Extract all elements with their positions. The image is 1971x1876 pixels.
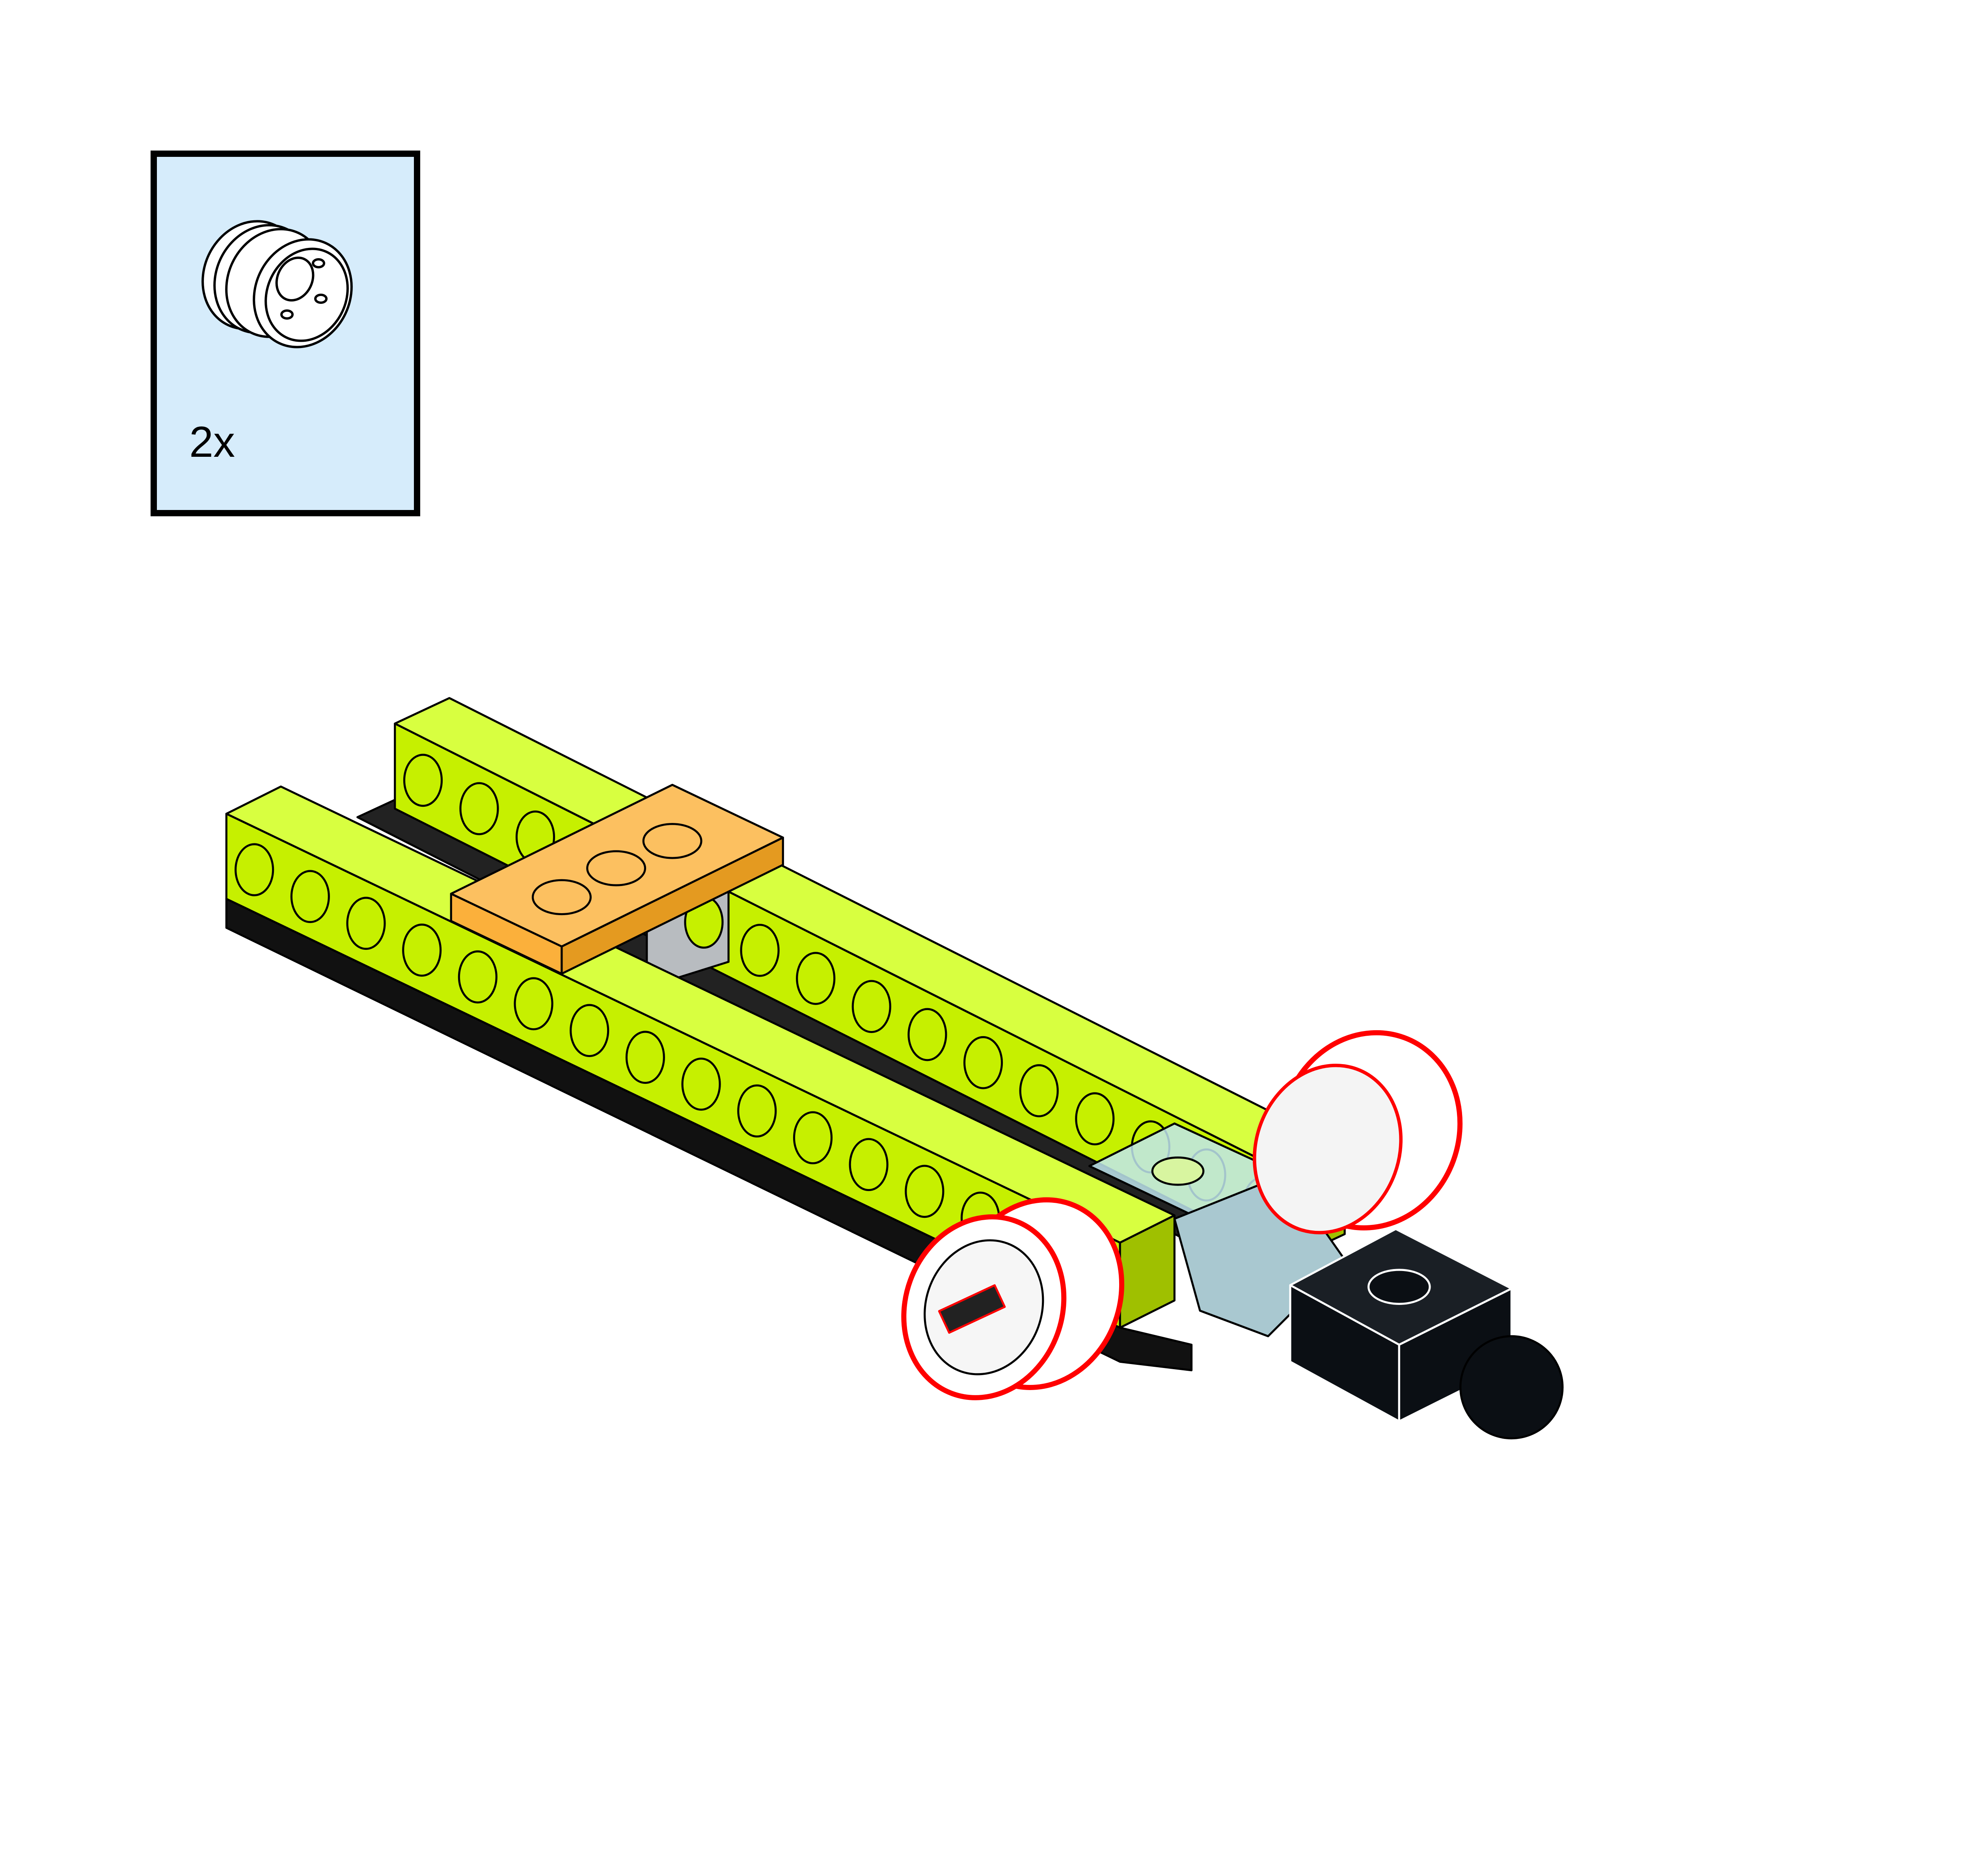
beam-hole (402, 923, 442, 977)
beam-hole (570, 1004, 609, 1057)
beam-hole (905, 1165, 945, 1218)
beam-hole (1075, 1092, 1115, 1146)
beam-hole (346, 897, 386, 950)
black-brick (1289, 1228, 1513, 1422)
beam-hole (514, 977, 553, 1031)
beam-hole (796, 952, 836, 1005)
beam-hole (793, 1111, 833, 1165)
beam-hole (849, 1138, 889, 1191)
stud (586, 850, 646, 886)
orange-plate (450, 784, 784, 975)
beam-hole (458, 950, 497, 1004)
beam-hole (740, 923, 780, 977)
axle (938, 1284, 1006, 1334)
beam-hole (851, 980, 891, 1033)
back-wheel (1252, 1030, 1463, 1234)
beam-hole (625, 1031, 665, 1084)
beam-hole (290, 870, 330, 923)
stud (642, 823, 702, 859)
wheel-rim-icon (201, 220, 353, 348)
beam-hole (459, 782, 499, 836)
parts-callout: 2x (151, 151, 420, 516)
beam-hole (1019, 1064, 1059, 1117)
beam-hole (963, 1036, 1003, 1089)
part-quantity: 2x (189, 418, 235, 466)
beam-hole (235, 843, 274, 897)
stud (531, 879, 592, 916)
beam-hole (681, 1057, 721, 1111)
black-ball (1459, 1335, 1564, 1440)
beam-hole (907, 1008, 947, 1061)
front-wheel (901, 1197, 1125, 1400)
beam-hole (737, 1084, 777, 1138)
beam-hole (403, 754, 443, 807)
